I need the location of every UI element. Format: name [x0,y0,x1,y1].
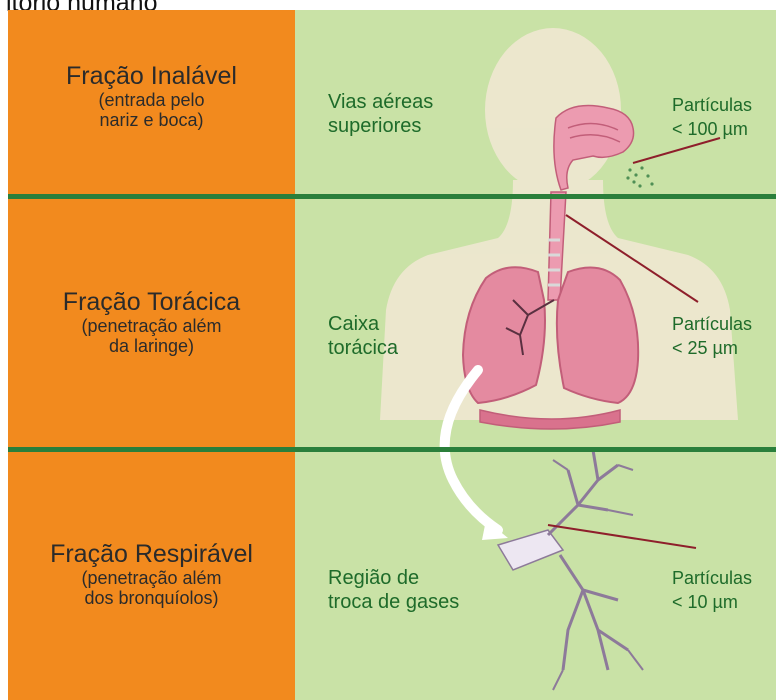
particles-upper: Partículas < 100 µm [672,93,752,141]
region-upper-airways: Vias aéreas superiores [328,90,433,138]
region-gas-exchange: Região de troca de gases [328,566,459,614]
pointer-line-lower [548,525,696,548]
region-line: troca de gases [328,590,459,614]
divider-lower [8,447,776,452]
fraction-title: Fração Respirável [8,540,295,568]
particle-dots [626,166,653,187]
fraction-desc-line: (entrada pelo [8,90,295,110]
region-line: torácica [328,336,398,360]
particles-label: Partículas [672,312,752,336]
region-thoracic-cage: Caixa torácica [328,312,398,360]
fraction-desc-line: dos bronquíolos) [8,588,295,608]
diagram-panel: Fração Inalável (entrada pelo nariz e bo… [8,10,776,700]
particles-size: < 100 µm [672,117,752,141]
particles-middle: Partículas < 25 µm [672,312,752,360]
fraction-desc-line: nariz e boca) [8,110,295,130]
particles-size: < 10 µm [672,590,752,614]
fraction-respirable: Fração Respirável (penetração além dos b… [8,540,295,608]
region-line: superiores [328,114,433,138]
particles-label: Partículas [672,93,752,117]
bronchiole-tree [498,450,643,690]
fraction-desc-line: da laringe) [8,336,295,356]
fraction-desc-line: (penetração além [8,316,295,336]
region-line: Vias aéreas [328,90,433,114]
fraction-title: Fração Inalável [8,62,295,90]
fraction-desc-line: (penetração além [8,568,295,588]
fraction-title: Fração Torácica [8,288,295,316]
pointer-line-upper [633,138,720,163]
fraction-thoracic: Fração Torácica (penetração além da lari… [8,288,295,356]
fraction-inhalable: Fração Inalável (entrada pelo nariz e bo… [8,62,295,130]
particles-size: < 25 µm [672,336,752,360]
nasal-cavity [554,106,634,190]
particles-label: Partículas [672,566,752,590]
divider-upper [8,194,776,199]
particles-lower: Partículas < 10 µm [672,566,752,614]
region-line: Região de [328,566,459,590]
region-line: Caixa [328,312,398,336]
